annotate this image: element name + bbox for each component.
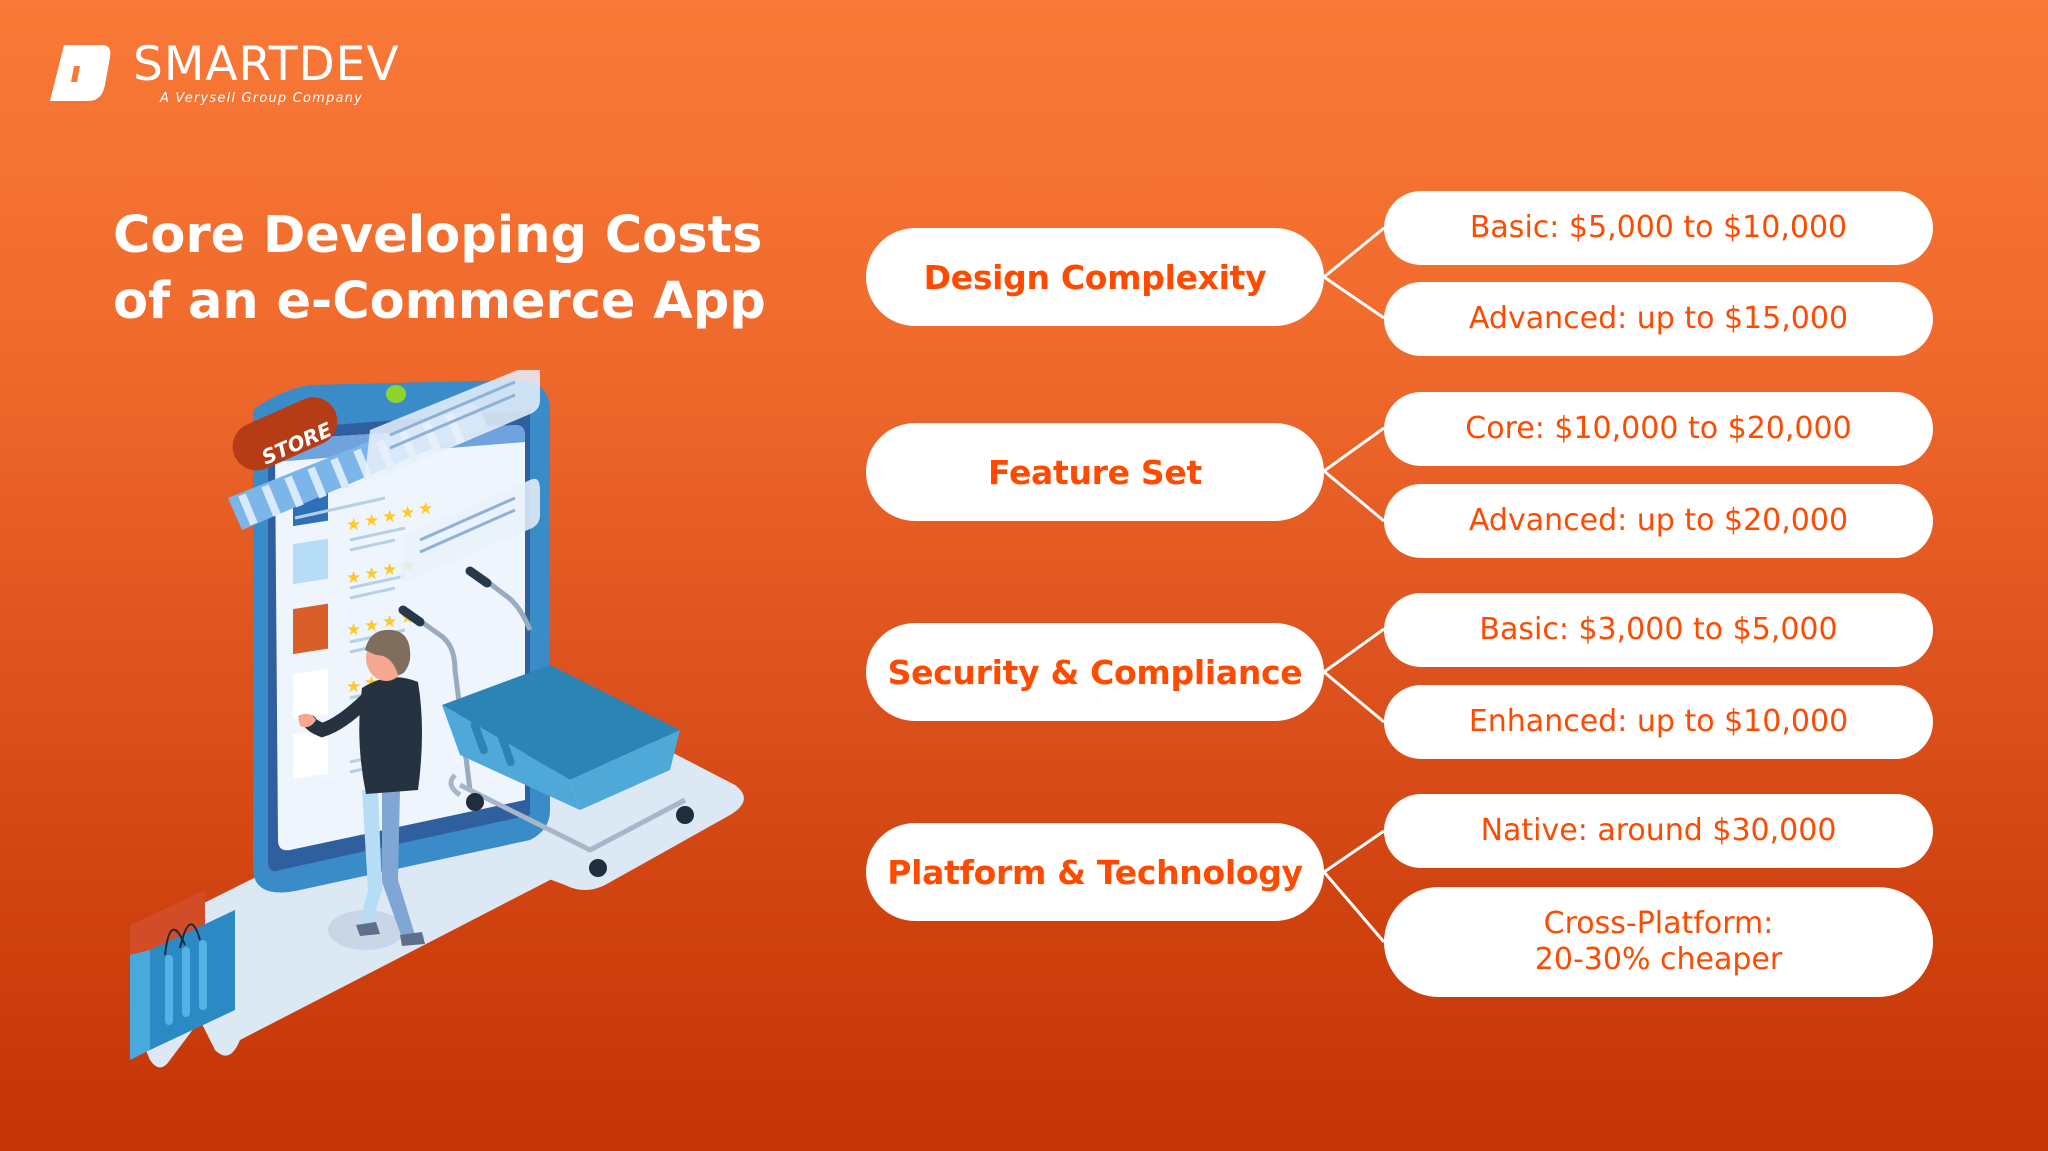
option-platform-cross: Cross-Platform: 20-30% cheaper	[1384, 887, 1933, 997]
category-design-complexity: Design Complexity	[866, 228, 1324, 326]
option-design-basic: Basic: $5,000 to $10,000	[1384, 191, 1933, 265]
brand-name: SMARTDEV	[133, 37, 400, 92]
option-design-advanced: Advanced: up to $15,000	[1384, 282, 1933, 356]
option-security-enhanced: Enhanced: up to $10,000	[1384, 685, 1933, 759]
page-title: Core Developing Costs of an e-Commerce A…	[113, 203, 766, 335]
category-security-compliance: Security & Compliance	[866, 623, 1324, 721]
shopping-bags-icon	[130, 890, 235, 1060]
svg-text:★: ★	[364, 511, 379, 531]
svg-text:★: ★	[346, 568, 361, 588]
svg-text:★: ★	[382, 507, 397, 527]
svg-text:★: ★	[346, 677, 361, 697]
option-security-basic: Basic: $3,000 to $5,000	[1384, 593, 1933, 667]
brand-tagline: A Verysell Group Company	[160, 91, 363, 106]
category-platform-technology: Platform & Technology	[866, 823, 1324, 921]
title-line-2: of an e-Commerce App	[113, 272, 766, 331]
ecommerce-store-illustration: ★★★★★ ★★★★ ★★★★ ★★★	[130, 370, 744, 1068]
option-platform-cross-line1: Cross-Platform:	[1543, 906, 1774, 941]
svg-text:★: ★	[400, 503, 415, 523]
shopping-cart-icon	[398, 566, 694, 877]
shopper-person-icon	[298, 629, 425, 946]
smartdev-d-logo-icon	[50, 45, 111, 101]
svg-text:★: ★	[346, 515, 361, 535]
svg-text:★: ★	[382, 612, 397, 632]
svg-text:★: ★	[382, 560, 397, 580]
chat-bubble	[365, 370, 540, 482]
option-platform-cross-line2: 20-30% cheaper	[1534, 942, 1783, 977]
option-feature-core: Core: $10,000 to $20,000	[1384, 392, 1933, 466]
green-dot	[386, 385, 406, 403]
svg-text:★: ★	[418, 499, 433, 519]
option-feature-advanced: Advanced: up to $20,000	[1384, 484, 1933, 558]
option-platform-native: Native: around $30,000	[1384, 794, 1933, 868]
category-feature-set: Feature Set	[866, 423, 1324, 521]
svg-text:★: ★	[364, 616, 379, 636]
svg-text:★: ★	[364, 564, 379, 584]
title-line-1: Core Developing Costs	[113, 206, 763, 265]
svg-text:★: ★	[346, 620, 361, 640]
